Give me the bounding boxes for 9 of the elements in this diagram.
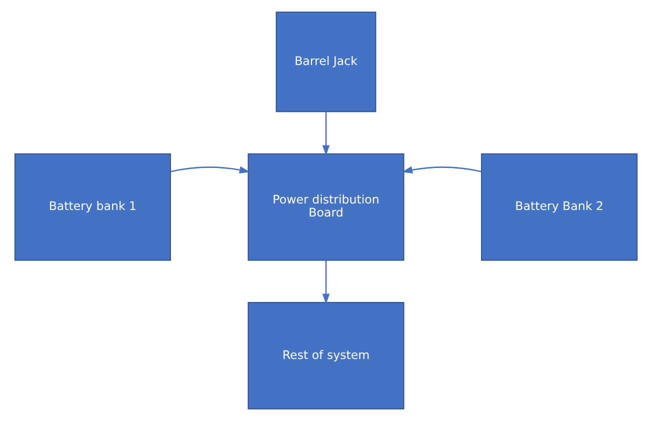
arrow xyxy=(402,166,481,174)
arrow xyxy=(322,112,330,156)
arrow xyxy=(322,260,330,304)
node-box: Battery Bank 2 xyxy=(480,153,638,261)
node-box: Battery bank 1 xyxy=(14,153,170,261)
node-box: Barrel Jack xyxy=(275,12,376,112)
arrow xyxy=(170,166,250,174)
node-box: Power distribution Board xyxy=(247,153,404,261)
node-box: Rest of system xyxy=(247,302,404,410)
